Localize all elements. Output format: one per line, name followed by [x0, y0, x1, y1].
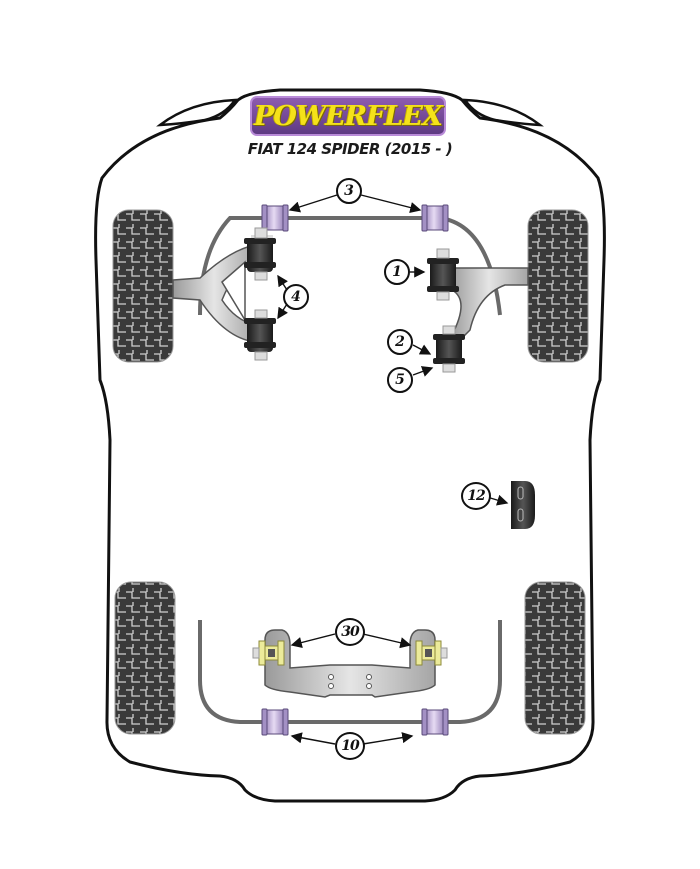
rear-subframe	[252, 629, 448, 698]
callout-12: 12	[461, 482, 491, 510]
brand-logo-text: POWERFLEX	[254, 100, 443, 132]
rear-right-tyre	[524, 581, 586, 735]
car-body-outline	[94, 88, 606, 803]
vehicle-title: FIAT 124 SPIDER (2015 - )	[247, 140, 453, 158]
callout-3: 3	[336, 178, 362, 204]
callout-30: 30	[335, 618, 365, 646]
callout-4: 4	[283, 284, 309, 310]
callout-1: 1	[384, 259, 410, 285]
gearbox-mount	[511, 481, 535, 529]
rear-left-tyre	[114, 581, 176, 735]
powerflex-logo: POWERFLEX	[250, 96, 446, 136]
front-left-tyre	[112, 209, 174, 363]
callout-arrows	[277, 194, 509, 745]
callout-10: 10	[335, 732, 365, 760]
front-right-tyre	[527, 209, 589, 363]
tyres	[112, 209, 589, 735]
callout-2: 2	[387, 329, 413, 355]
front-left-wishbone	[172, 227, 276, 361]
front-right-lower-arm	[427, 248, 529, 373]
rear-anti-roll-bar	[198, 620, 502, 736]
callout-5: 5	[387, 367, 413, 393]
